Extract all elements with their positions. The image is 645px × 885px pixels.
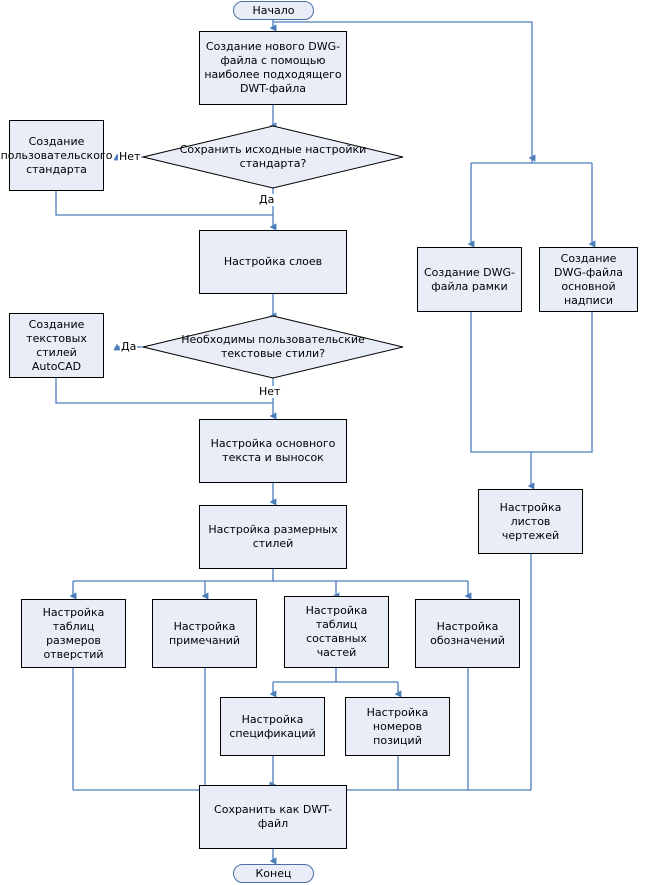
terminal-start-label: Начало <box>252 4 295 17</box>
node-text-styles-autocad-label: Создание текстовых стилей AutoCAD <box>26 317 87 373</box>
node-notes-label: Настройка примечаний <box>168 619 241 647</box>
terminal-end-label: Конец <box>255 867 292 880</box>
node-parts-tables[interactable]: Настройка таблиц составных частей <box>284 596 389 668</box>
node-title-block-dwg-label: Создание DWG-файла основной надписи <box>554 251 623 307</box>
node-title-block-dwg[interactable]: Создание DWG-файла основной надписи <box>539 247 638 312</box>
node-sheets-label: Настройка листов чертежей <box>499 500 562 542</box>
node-save-dwt-label: Сохранить как DWT-файл <box>214 803 332 830</box>
node-save-dwt[interactable]: Сохранить как DWT-файл <box>199 785 347 849</box>
node-text-styles-autocad[interactable]: Создание текстовых стилей AutoCAD <box>9 313 104 378</box>
node-parts-tables-label: Настройка таблиц составных частей <box>305 604 368 659</box>
node-user-standard-label: Создание пользовательского стандарта <box>0 134 113 176</box>
node-hole-tables[interactable]: Настройка таблиц размеров отверстий <box>21 599 126 668</box>
node-main-text[interactable]: Настройка основного текста и выносок <box>199 419 347 483</box>
node-layers-label: Настройка слоев <box>223 255 323 268</box>
decision-keep-standard-label: Сохранить исходные настройки стандарта? <box>179 143 367 170</box>
decision-need-text-styles[interactable]: Необходимы пользовательские текстовые ст… <box>142 315 404 379</box>
node-symbols[interactable]: Настройка обозначений <box>415 599 520 668</box>
node-dim-styles[interactable]: Настройка размерных стилей <box>199 505 347 569</box>
edge-label-keep-standard-yes: Да <box>258 193 276 206</box>
terminal-start[interactable]: Начало <box>233 1 314 20</box>
node-main-text-label: Настройка основного текста и выносок <box>210 437 336 464</box>
node-user-standard[interactable]: Создание пользовательского стандарта <box>1 120 112 191</box>
node-symbols-label: Настройка обозначений <box>430 619 505 647</box>
node-frame-dwg-label: Создание DWG-файла рамки <box>423 265 516 293</box>
edge-label-need-text-styles-no: Нет <box>258 385 282 398</box>
node-sheets[interactable]: Настройка листов чертежей <box>478 489 583 554</box>
node-balloons-label: Настройка номеров позиций <box>366 705 429 747</box>
node-dim-styles-label: Настройка размерных стилей <box>208 523 338 550</box>
node-create-dwg-label: Создание нового DWG-файла с помощью наиб… <box>204 40 342 95</box>
node-balloons[interactable]: Настройка номеров позиций <box>345 697 450 756</box>
node-layers[interactable]: Настройка слоев <box>199 230 347 294</box>
edge-label-need-text-styles-yes: Да <box>120 340 138 353</box>
node-specs-label: Настройка спецификаций <box>229 712 316 740</box>
node-frame-dwg[interactable]: Создание DWG-файла рамки <box>417 247 522 312</box>
decision-keep-standard[interactable]: Сохранить исходные настройки стандарта? <box>142 125 404 189</box>
terminal-end[interactable]: Конец <box>233 864 314 883</box>
edge-label-keep-standard-no: Нет <box>118 150 142 163</box>
node-specs[interactable]: Настройка спецификаций <box>220 697 325 756</box>
decision-need-text-styles-label: Необходимы пользовательские текстовые ст… <box>181 333 365 360</box>
node-notes[interactable]: Настройка примечаний <box>152 599 257 668</box>
node-hole-tables-label: Настройка таблиц размеров отверстий <box>42 605 105 661</box>
node-create-dwg[interactable]: Создание нового DWG-файла с помощью наиб… <box>199 31 347 105</box>
